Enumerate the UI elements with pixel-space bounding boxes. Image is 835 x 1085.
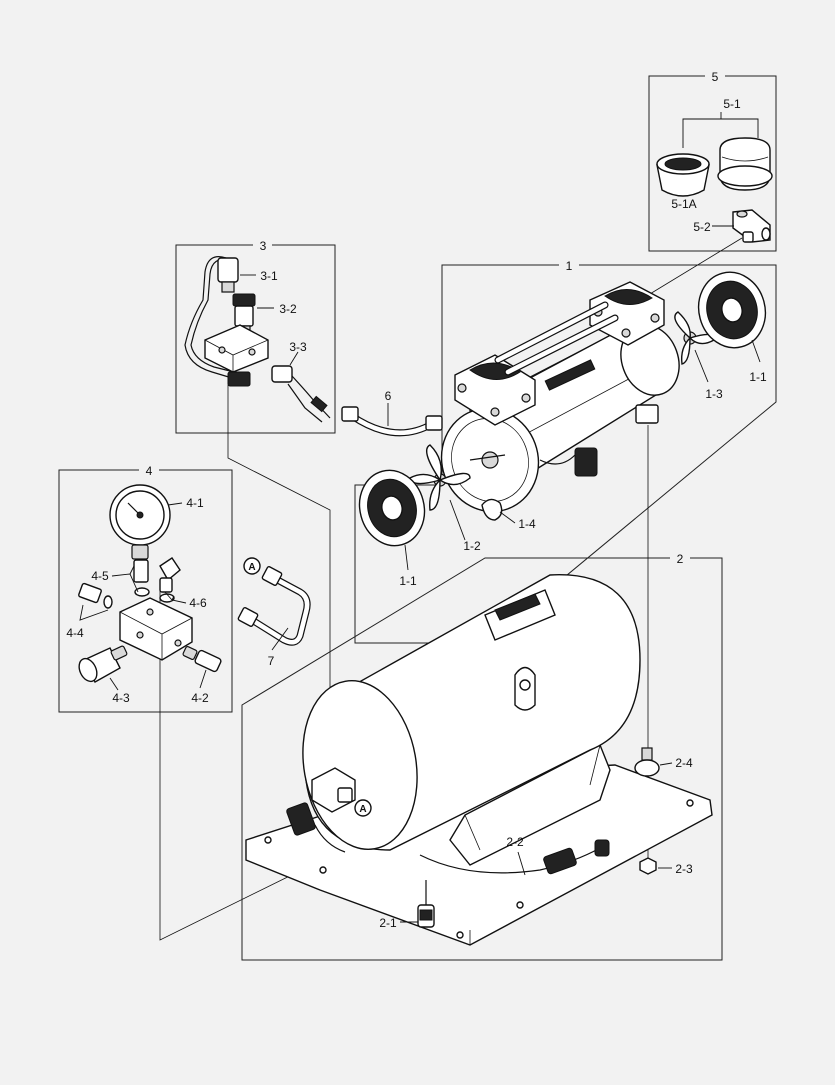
callout-1-1-left: 1-1 — [399, 574, 417, 588]
reference-a-tube: A — [248, 562, 255, 573]
group-3-frame: 3 — [175, 239, 336, 434]
rubber-foot-2-4 — [634, 747, 660, 777]
pressure-gauge-4-1 — [109, 484, 171, 560]
callout-3-1: 3-1 — [260, 269, 278, 283]
tube-6: 6 — [341, 389, 443, 437]
callout-2-2: 2-2 — [506, 835, 524, 849]
pressure-switch-3-1 — [217, 257, 239, 293]
fan-guard-right-1-1 — [697, 271, 767, 349]
drain-valve-2-1 — [417, 880, 435, 928]
group-4-frame: 4 — [58, 464, 233, 713]
quick-coupler-4-3 — [78, 645, 128, 683]
filter-assembly: 5-1 5-1A 5-2 — [656, 97, 773, 243]
reference-a-tank: A — [359, 804, 366, 815]
callout-1-4: 1-4 — [518, 517, 536, 531]
group-5-frame: 5 — [648, 70, 777, 252]
group-5-label: 5 — [712, 70, 719, 84]
callout-4-3: 4-3 — [112, 691, 130, 705]
callout-2-3: 2-3 — [675, 862, 693, 876]
compressor-assembly: 1-4 1-2 1-1 1-3 — [358, 271, 767, 588]
callout-5-1a: 5-1A — [671, 197, 696, 211]
group-2-frame: 2 — [241, 552, 723, 961]
callout-2-1: 2-1 — [379, 916, 397, 930]
callout-1-2: 1-2 — [463, 539, 481, 553]
group-4-label: 4 — [146, 464, 153, 478]
callout-4-1: 4-1 — [186, 496, 204, 510]
callout-4-6: 4-6 — [189, 596, 207, 610]
callout-4-4: 4-4 — [66, 626, 84, 640]
group-3-label: 3 — [260, 239, 267, 253]
fan-guard-left-1-1 — [358, 469, 426, 547]
group-1-label: 1 — [566, 259, 573, 273]
callout-5-1: 5-1 — [723, 97, 741, 111]
callout-4-5: 4-5 — [91, 569, 109, 583]
fan-1-3 — [674, 311, 715, 365]
callout-3-2: 3-2 — [279, 302, 297, 316]
tube-7: A 7 — [237, 557, 311, 668]
filter-elbow-5-2 — [732, 209, 771, 243]
valve-manifold — [204, 324, 269, 387]
callout-3-3: 3-3 — [289, 340, 307, 354]
callout-6: 6 — [385, 389, 392, 403]
tank-assembly: A 2-2 2-4 2-3 2-1 — [245, 574, 713, 946]
sensor-4-2 — [182, 645, 222, 673]
callout-7: 7 — [268, 654, 275, 668]
callout-2-4: 2-4 — [675, 756, 693, 770]
fitting-3-3 — [271, 365, 331, 423]
manifold-block — [119, 597, 193, 661]
callout-5-2: 5-2 — [693, 220, 711, 234]
gauge-manifold-assembly: 4-1 4-5 4-6 4-4 4- — [66, 484, 222, 705]
callout-1-1-right: 1-1 — [749, 370, 767, 384]
filter-element-5-1a — [656, 153, 710, 197]
group-2-label: 2 — [677, 552, 684, 566]
group-1-frame: 1 — [354, 259, 777, 644]
filter-housing-5-1 — [717, 137, 773, 191]
callout-4-2: 4-2 — [191, 691, 209, 705]
fan-1-2 — [409, 444, 471, 511]
callout-1-3: 1-3 — [705, 387, 723, 401]
valve-assembly: 3-1 3-2 3-3 — [184, 256, 331, 423]
